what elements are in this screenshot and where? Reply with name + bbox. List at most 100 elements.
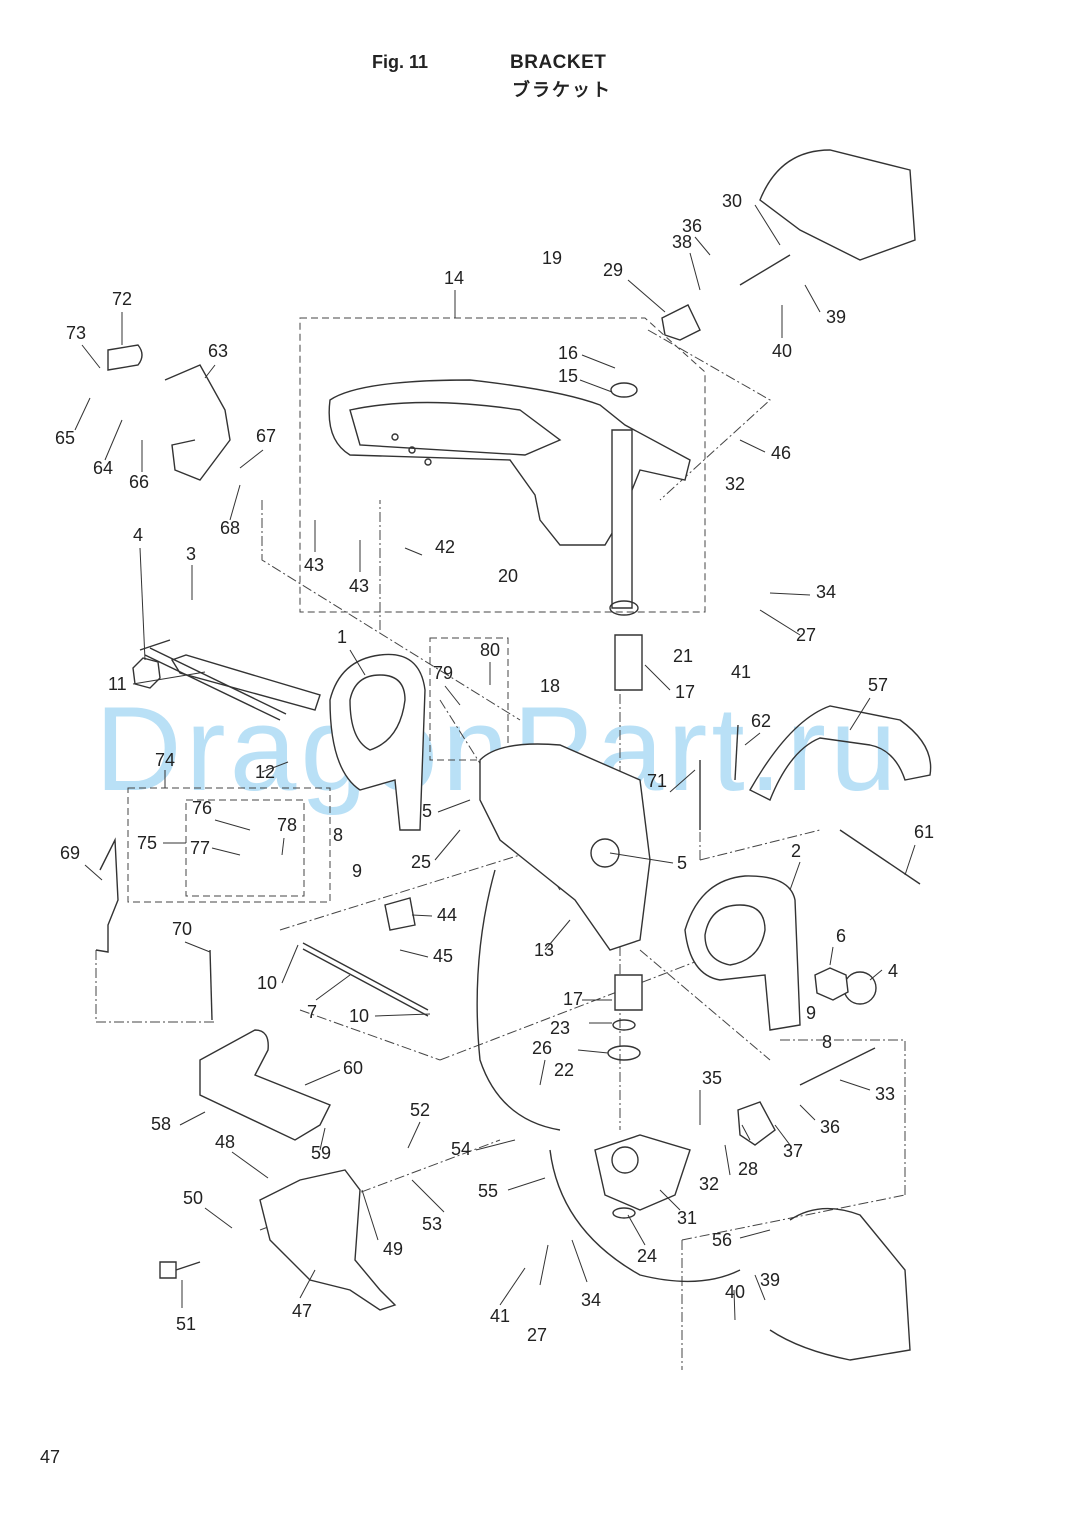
callout-label: 54: [451, 1139, 471, 1159]
figure-header: Fig. 11 BRACKET ブラケット: [0, 48, 1075, 108]
callout-label: 3: [186, 544, 196, 564]
callout-label: 46: [771, 443, 791, 463]
figure-number: Fig. 11: [372, 52, 429, 72]
callout-label: 9: [352, 861, 362, 881]
callout-label: 41: [731, 662, 751, 682]
callout-label: 65: [55, 428, 75, 448]
callout-label: 53: [422, 1214, 442, 1234]
callout-label: 43: [349, 576, 369, 596]
callout-label: 45: [433, 946, 453, 966]
figure-subtitle: ブラケット: [512, 80, 612, 100]
callout-label: 59: [311, 1143, 331, 1163]
leader-lines: [74, 204, 916, 1321]
callout-label: 71: [647, 771, 667, 791]
callout-label: 14: [444, 268, 464, 288]
callout-label: 52: [410, 1100, 430, 1120]
callout-label: 39: [760, 1270, 780, 1290]
group-box-74: [127, 787, 331, 903]
callout-label: 56: [712, 1230, 732, 1250]
swivel-bracket: [328, 379, 691, 546]
callout-label: 66: [129, 472, 149, 492]
clamp-bracket-right: [684, 875, 801, 1031]
part-drawings: [95, 149, 932, 1361]
callout-label: 9: [806, 1003, 816, 1023]
callout-label: 5: [422, 801, 432, 821]
callout-label: 42: [435, 537, 455, 557]
callout-label: 30: [722, 191, 742, 211]
tilt-handle: [749, 705, 932, 801]
callout-label: 43: [304, 555, 324, 575]
callout-label: 15: [558, 366, 578, 386]
callout-label: 20: [498, 566, 518, 586]
callout-label: 11: [108, 674, 127, 694]
callout-label: 8: [822, 1032, 832, 1052]
callout-label: 62: [751, 711, 771, 731]
callout-label: 34: [816, 582, 836, 602]
callout-label: 75: [137, 833, 157, 853]
callout-label: 41: [490, 1306, 510, 1326]
callout-label: 33: [875, 1084, 895, 1104]
callout-label: 36: [820, 1117, 840, 1137]
callout-labels: 1 2 3 4 4 5 5 6 7 8 8 9 9 10 10 11 12 13…: [55, 191, 934, 1345]
lower-mount-bracket: [594, 1134, 691, 1211]
callout-label: 16: [558, 343, 578, 363]
callout-label: 70: [172, 919, 192, 939]
callout-label: 40: [772, 341, 792, 361]
callout-label: 22: [554, 1060, 574, 1080]
callout-label: 49: [383, 1239, 403, 1259]
callout-label: 47: [292, 1301, 312, 1321]
callout-label: 18: [540, 676, 560, 696]
figure-title: BRACKET: [510, 52, 607, 73]
callout-label: 36: [682, 216, 702, 236]
callout-label: 50: [183, 1188, 203, 1208]
callout-label: 58: [151, 1114, 171, 1134]
callout-label: 40: [725, 1282, 745, 1302]
callout-label: 6: [836, 926, 846, 946]
callout-label: 78: [277, 815, 297, 835]
callout-label: 5: [677, 853, 687, 873]
callout-label: 31: [677, 1208, 697, 1228]
tilt-tube: [302, 942, 429, 1017]
callout-label: 67: [256, 426, 276, 446]
tilt-stay: [259, 1169, 397, 1311]
assembly-lines: [95, 329, 906, 1370]
callout-label: 17: [675, 682, 695, 702]
callout-label: 80: [480, 640, 500, 660]
callout-label: 34: [581, 1290, 601, 1310]
callout-label: 4: [133, 525, 143, 545]
callout-label: 68: [220, 518, 240, 538]
callout-label: 23: [550, 1018, 570, 1038]
tilt-lever: [199, 1029, 331, 1141]
callout-label: 12: [255, 762, 275, 782]
callout-label: 27: [527, 1325, 547, 1345]
callout-label: 37: [783, 1141, 803, 1161]
callout-label: 19: [542, 248, 562, 268]
callout-label: 73: [66, 323, 86, 343]
callout-label: 44: [437, 905, 457, 925]
group-box-14: [299, 317, 706, 613]
callout-label: 69: [60, 843, 80, 863]
callout-label: 39: [826, 307, 846, 327]
clamp-bracket-left: [329, 653, 426, 831]
callout-label: 60: [343, 1058, 363, 1078]
callout-label: 55: [478, 1181, 498, 1201]
callout-label: 35: [702, 1068, 722, 1088]
callout-label: 10: [257, 973, 277, 993]
callout-label: 2: [791, 841, 801, 861]
callout-label: 24: [637, 1246, 657, 1266]
callout-label: 79: [433, 663, 453, 683]
callout-label: 7: [307, 1002, 317, 1022]
callout-label: 63: [208, 341, 228, 361]
callout-label: 48: [215, 1132, 235, 1152]
callout-label: 64: [93, 458, 113, 478]
callout-label: 38: [672, 232, 692, 252]
callout-label: 29: [603, 260, 623, 280]
group-box-75: [185, 799, 305, 897]
callout-label: 17: [563, 989, 583, 1009]
callout-label: 27: [796, 625, 816, 645]
swivel-case: [479, 743, 651, 951]
callout-label: 32: [725, 474, 745, 494]
callout-label: 21: [673, 646, 693, 666]
page-number: 47: [40, 1447, 61, 1467]
